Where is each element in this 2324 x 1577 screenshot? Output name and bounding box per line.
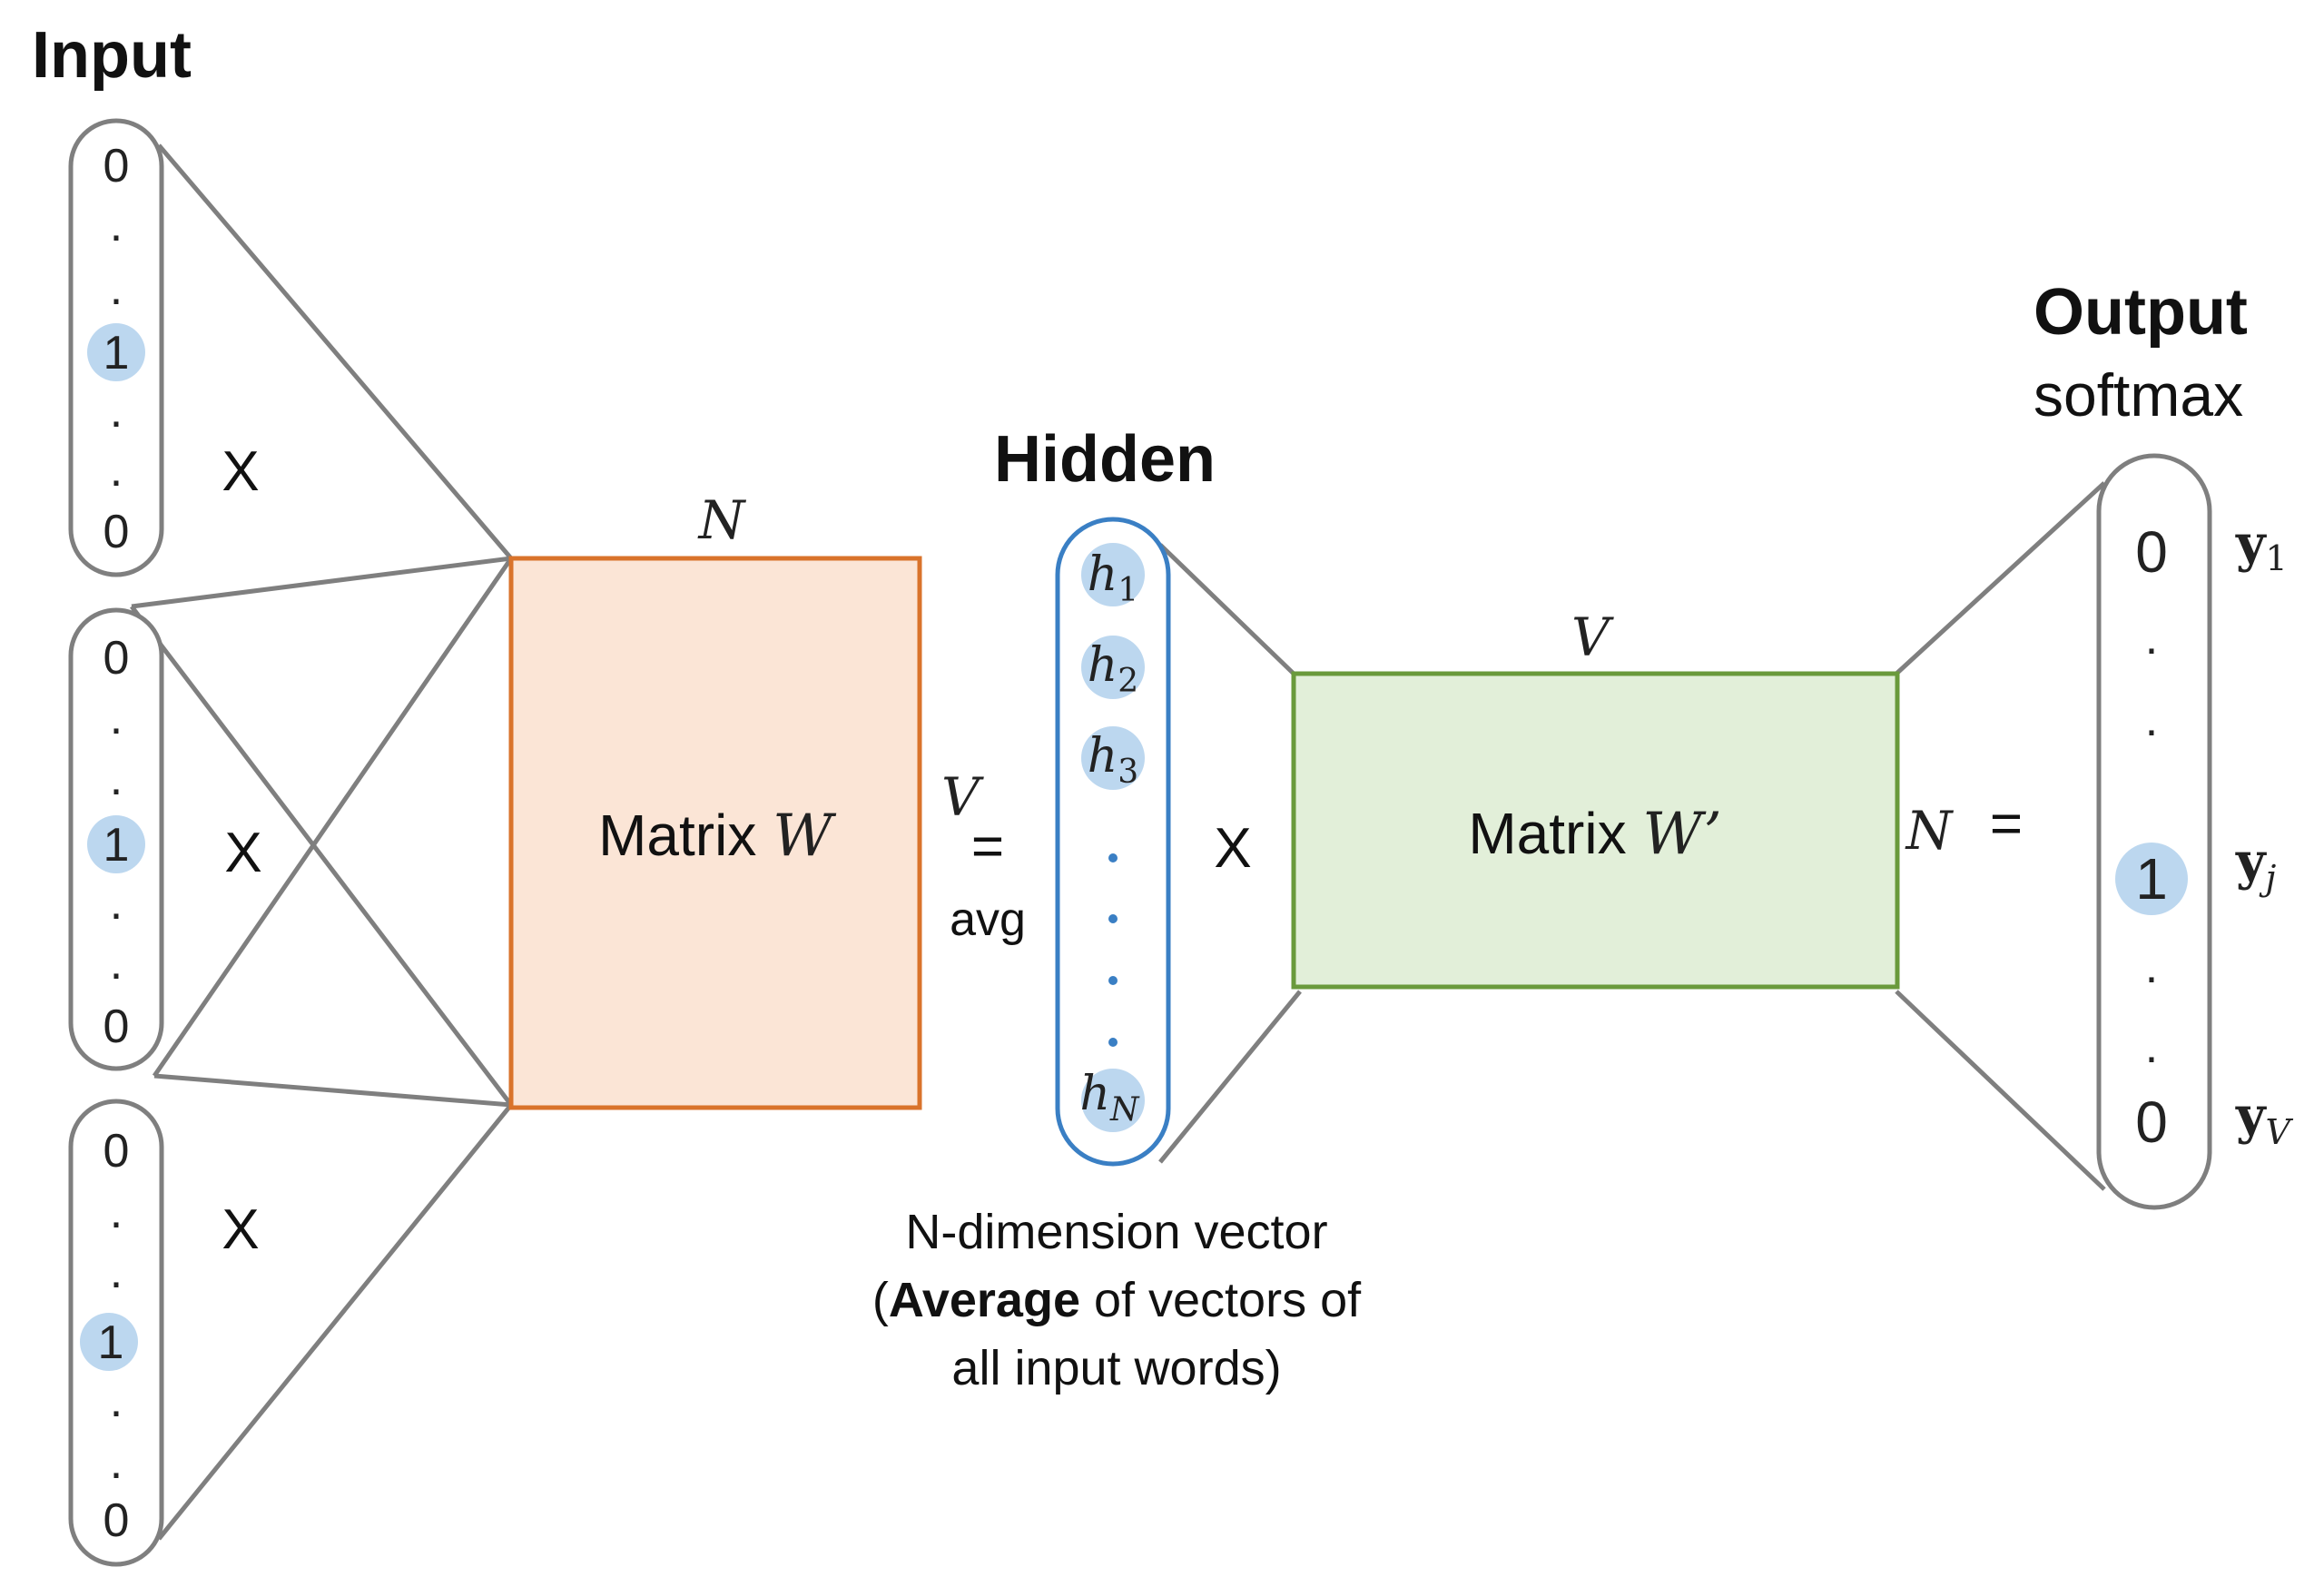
- ellipsis-dot: [1108, 853, 1118, 862]
- connector-line: [130, 605, 513, 1107]
- connector-line: [131, 556, 512, 609]
- connector-line: [152, 557, 514, 1078]
- output-label-y1: y1: [2235, 514, 2288, 578]
- hidden-caption-line: N-dimension vector: [905, 1205, 1327, 1259]
- input-vector: 0 . . 1 . . 0: [68, 1099, 164, 1567]
- connector-line: [1895, 481, 2106, 675]
- connector-lines: [130, 143, 2106, 1541]
- hidden-entry: h2: [1088, 638, 1138, 700]
- matrix-w-width-dim: N: [697, 489, 747, 551]
- highlight-circle: [80, 1313, 138, 1371]
- ellipsis-dot: [1108, 914, 1118, 923]
- highlight-circle: [1081, 636, 1145, 699]
- vector-entry-one: 1: [98, 1316, 124, 1369]
- input-title: Input: [32, 19, 192, 92]
- output-vector: 0 . . 1 . . 0: [2096, 453, 2212, 1210]
- ellipsis-dot: [1108, 1038, 1118, 1047]
- equals-sign: =: [971, 815, 1004, 878]
- vector-entry-one: 1: [103, 819, 130, 872]
- vector-entry-zero: 0: [103, 632, 130, 685]
- ellipsis-dot: .: [110, 199, 123, 251]
- ellipsis-dot: .: [110, 937, 123, 990]
- hidden-entry: hN: [1080, 1067, 1141, 1129]
- connector-line: [157, 1103, 513, 1541]
- hidden-title: Hidden: [994, 423, 1216, 496]
- highlight-circle: [1081, 1069, 1145, 1132]
- ellipsis-dot: .: [2145, 612, 2158, 665]
- ellipsis-dot: .: [110, 1375, 123, 1427]
- equals-sign: =: [1990, 793, 2023, 855]
- ellipsis-dot: .: [110, 692, 123, 744]
- input-vector: 0 . . 1 . . 0: [68, 607, 164, 1071]
- highlight-circle: [1081, 543, 1145, 606]
- output-label-yj: yj: [2235, 832, 2277, 898]
- multiply-sign: X: [1214, 817, 1251, 880]
- matrix-w-prime-label: Matrix W’: [1468, 801, 1721, 868]
- vector-entry-zero: 0: [103, 140, 130, 192]
- highlight-circle: [87, 815, 145, 873]
- ellipsis-dot: .: [110, 1436, 123, 1489]
- ellipsis-dot: .: [110, 444, 123, 497]
- ellipsis-dot: .: [2145, 694, 2158, 746]
- connector-line: [153, 1073, 512, 1108]
- vector-entry-one: 1: [2135, 846, 2168, 912]
- vector-entry-zero: 0: [103, 1000, 130, 1053]
- ellipsis-dot: .: [110, 1246, 123, 1298]
- avg-label: avg: [950, 893, 1026, 946]
- vector-entry-zero: 0: [2135, 1089, 2168, 1155]
- ellipsis-dot: .: [110, 262, 123, 315]
- ellipsis-dot: .: [110, 385, 123, 438]
- ellipsis-dot: .: [110, 753, 123, 805]
- output-label-yv: yV: [2235, 1086, 2294, 1152]
- matrix-w-height-dim: V: [941, 766, 984, 828]
- matrix-w-label: Matrix W: [598, 803, 837, 870]
- highlight-circle: [2115, 843, 2188, 915]
- ellipsis-dot: .: [2145, 941, 2158, 993]
- hidden-entry: h3: [1088, 729, 1138, 791]
- connector-line: [1895, 990, 2106, 1191]
- vector-entry-zero: 0: [103, 1125, 130, 1178]
- input-vector: 0 . . 1 . . 0: [68, 118, 164, 577]
- connector-line: [1158, 543, 1295, 675]
- highlight-circle: [1081, 726, 1145, 790]
- hidden-vector: h1 h2 h3 hN: [1055, 517, 1171, 1167]
- multiply-sign: X: [222, 1198, 259, 1261]
- highlight-circle: [87, 323, 145, 381]
- matrix-w-prime-width-dim: V: [1571, 606, 1614, 668]
- vector-entry-one: 1: [103, 327, 130, 379]
- connector-line: [157, 143, 513, 560]
- matrix-w-prime: Matrix W’ V N: [1291, 606, 1955, 990]
- ellipsis-dot: .: [110, 1186, 123, 1238]
- ellipsis-dot: .: [2145, 1020, 2158, 1073]
- connector-line: [1158, 990, 1302, 1164]
- hidden-entry: h1: [1088, 547, 1138, 609]
- matrix-w-prime-height-dim: N: [1905, 800, 1955, 862]
- vector-entry-zero: 0: [2135, 519, 2168, 585]
- vector-entry-zero: 0: [103, 506, 130, 558]
- vector-entry-zero: 0: [103, 1494, 130, 1547]
- hidden-caption-line: (Average of vectors of: [872, 1273, 1362, 1327]
- output-title: Output: [2034, 276, 2248, 349]
- ellipsis-dot: .: [110, 877, 123, 930]
- hidden-caption-line: all input words): [951, 1341, 1281, 1395]
- multiply-sign: X: [222, 440, 259, 503]
- ellipsis-dot: [1108, 976, 1118, 985]
- matrix-w: Matrix W N V: [508, 489, 984, 1110]
- hidden-caption: N-dimension vector (Average of vectors o…: [872, 1205, 1362, 1395]
- multiply-sign: X: [224, 822, 261, 884]
- output-subtitle: softmax: [2034, 361, 2243, 429]
